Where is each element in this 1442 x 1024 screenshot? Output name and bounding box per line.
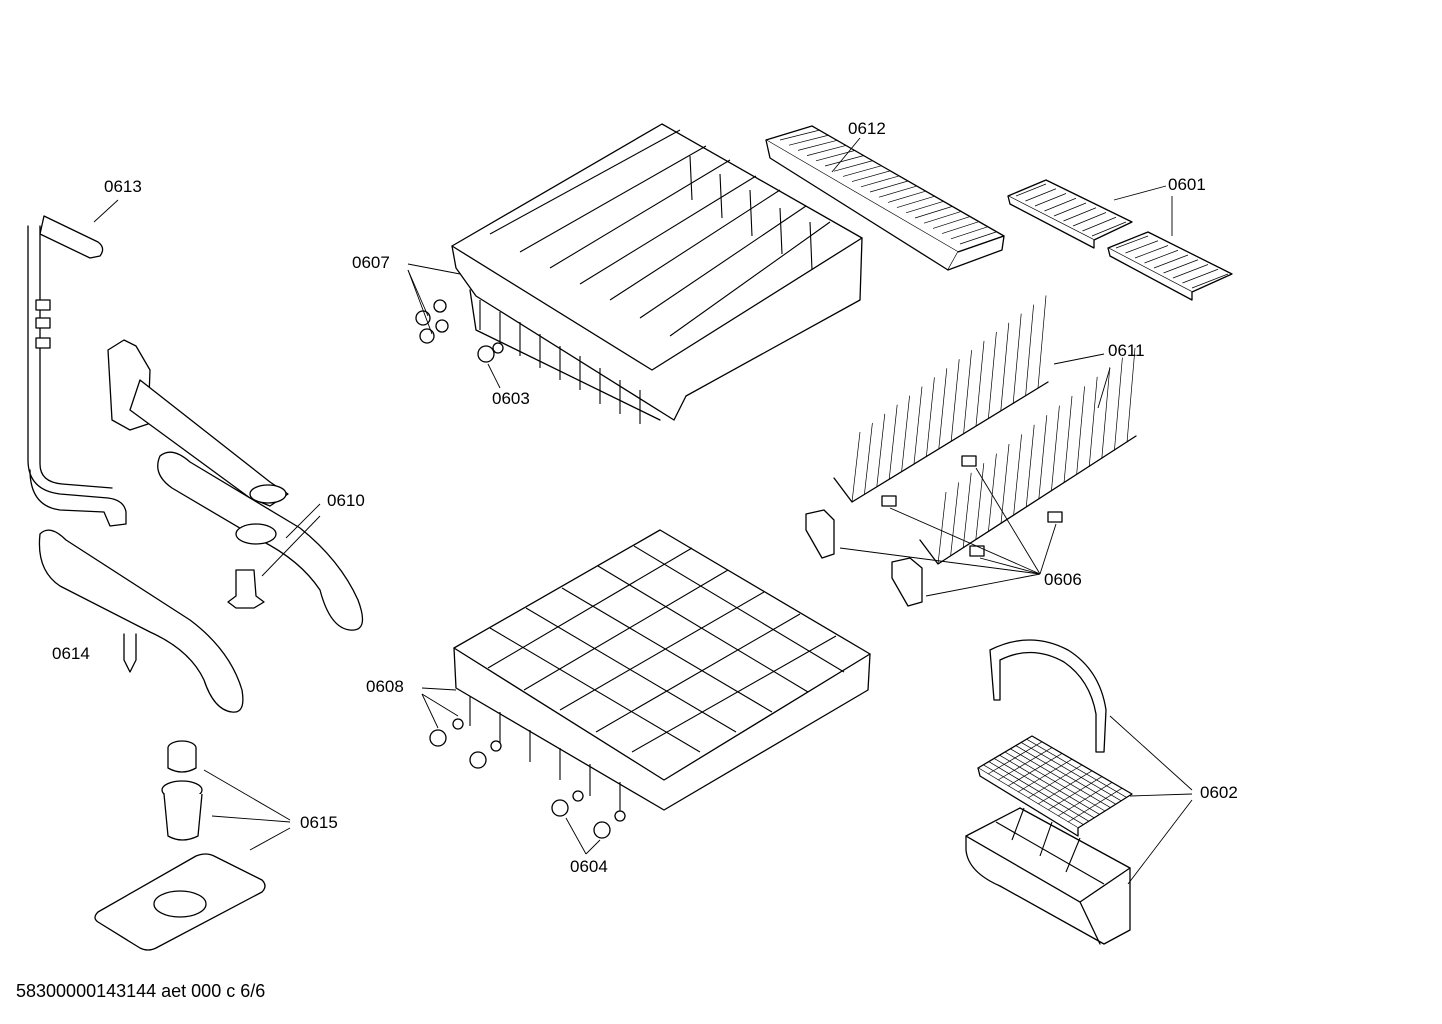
callout-0614: 0614 <box>52 644 90 663</box>
part-0612-cutlery-tray <box>765 125 1005 271</box>
callout-0615: 0615 <box>300 813 338 832</box>
lower-basket <box>453 529 871 812</box>
callout-0601: 0601 <box>1168 175 1206 194</box>
callout-labels: 0613 0612 0601 0607 0611 0603 0610 0606 … <box>52 119 1238 876</box>
callout-0613: 0613 <box>104 177 142 196</box>
document-id: 58300000143144 aet 000 c 6/6 <box>16 981 266 1001</box>
part-0613-supply-pipe <box>27 215 127 527</box>
callout-0608: 0608 <box>366 677 404 696</box>
callout-0612: 0612 <box>848 119 886 138</box>
part-0614-lower-spray-arm <box>38 529 244 713</box>
part-0608-lower-rollers <box>429 718 502 769</box>
callout-0603: 0603 <box>492 389 530 408</box>
part-0601-shelves <box>1007 179 1233 301</box>
callout-0606: 0606 <box>1044 570 1082 589</box>
callout-0607: 0607 <box>352 253 390 272</box>
upper-basket <box>451 123 863 424</box>
part-0607-upper-rollers <box>415 299 449 344</box>
callout-0610: 0610 <box>327 491 365 510</box>
part-0610-upper-spray-arm <box>107 339 364 631</box>
callout-0604: 0604 <box>570 857 608 876</box>
part-0603-upper-wheel <box>477 342 504 363</box>
callout-0602: 0602 <box>1200 783 1238 802</box>
part-0606-clips <box>805 455 1063 607</box>
part-0602-cutlery-basket <box>965 639 1133 945</box>
part-0615-filter-set <box>94 740 266 951</box>
part-0604-lower-wheels <box>551 790 626 839</box>
leader-lines <box>93 137 1193 885</box>
part-0611-tine-rows <box>833 295 1137 565</box>
callout-0611: 0611 <box>1108 341 1145 360</box>
